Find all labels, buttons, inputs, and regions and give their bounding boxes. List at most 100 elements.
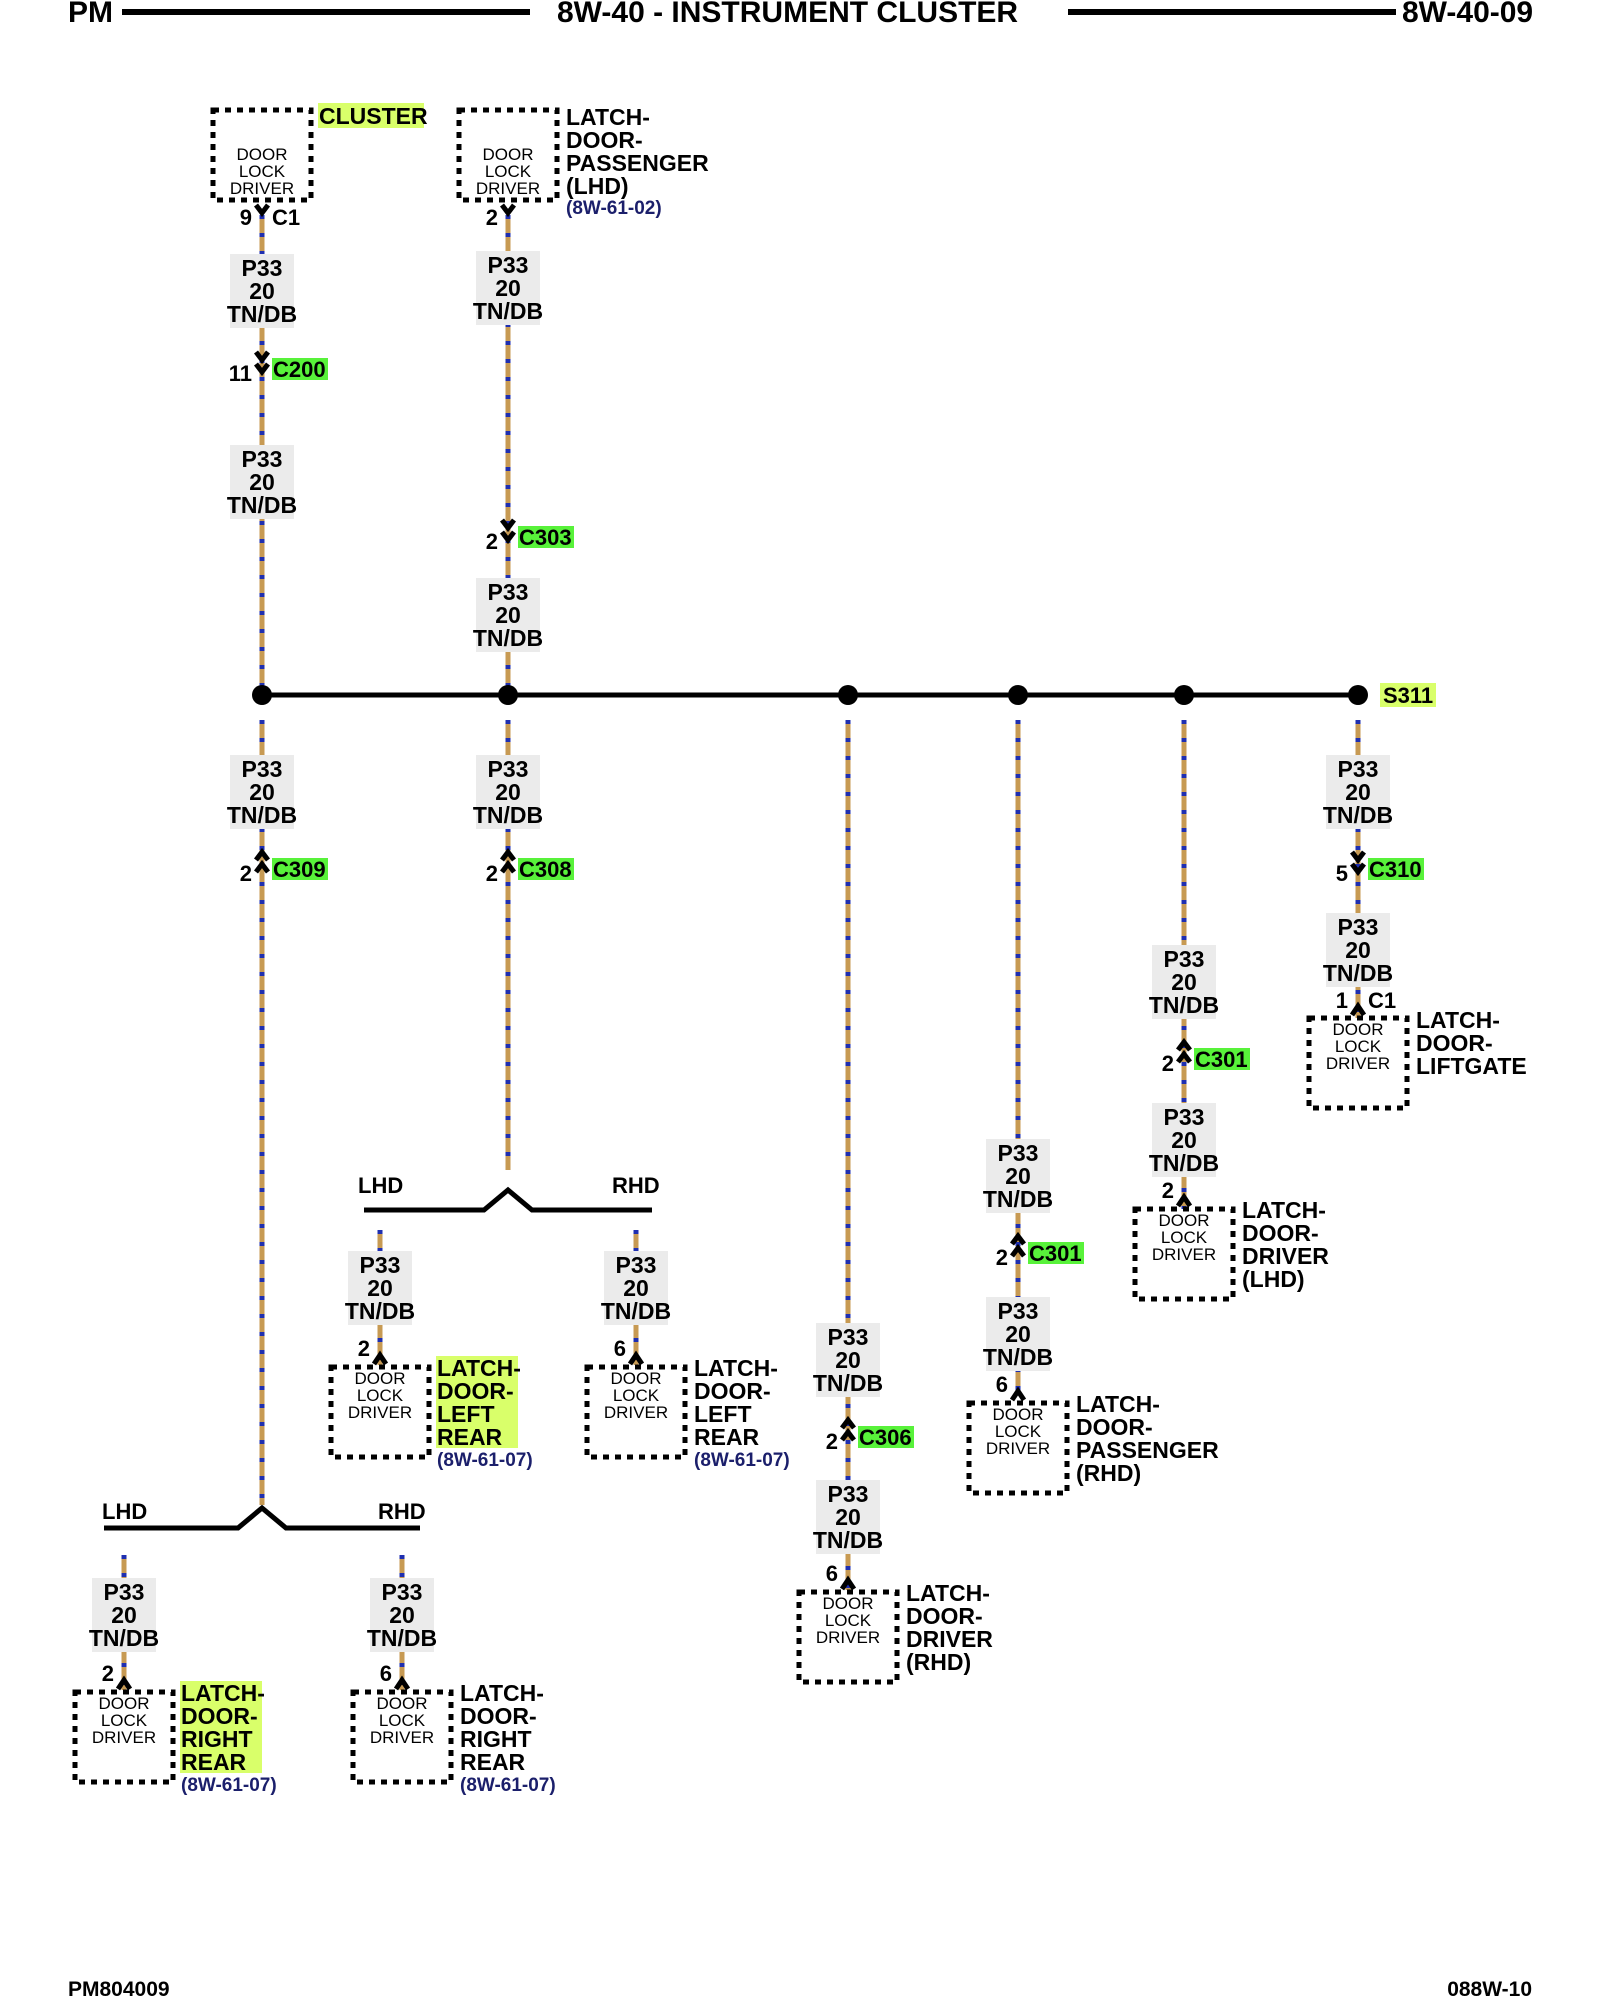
page-header: PM 8W-40 - INSTRUMENT CLUSTER 8W-40-09 xyxy=(68,0,1533,29)
svg-text:TN/DB: TN/DB xyxy=(1149,992,1219,1018)
svg-text:TN/DB: TN/DB xyxy=(89,1625,159,1651)
svg-text:LEFT: LEFT xyxy=(694,1401,752,1427)
svg-text:P33: P33 xyxy=(1164,1104,1205,1130)
svg-text:(LHD): (LHD) xyxy=(566,173,629,199)
svg-text:C306: C306 xyxy=(859,1425,912,1450)
svg-text:LATCH-: LATCH- xyxy=(906,1580,990,1606)
svg-text:REAR: REAR xyxy=(460,1749,526,1775)
svg-text:P33: P33 xyxy=(1164,946,1205,972)
svg-text:TN/DB: TN/DB xyxy=(227,802,297,828)
svg-text:TN/DB: TN/DB xyxy=(983,1344,1053,1370)
svg-text:LOCK: LOCK xyxy=(101,1711,148,1730)
wire-label: P33 20 TN/DB xyxy=(1149,1103,1219,1177)
svg-text:DRIVER: DRIVER xyxy=(348,1403,412,1422)
svg-text:20: 20 xyxy=(835,1347,861,1373)
svg-text:2: 2 xyxy=(826,1429,838,1454)
svg-text:C1: C1 xyxy=(272,205,300,230)
svg-text:P33: P33 xyxy=(828,1324,869,1350)
svg-text:DOOR: DOOR xyxy=(823,1594,874,1613)
wire-label: P33 20 TN/DB xyxy=(473,755,543,829)
splice-node xyxy=(1174,685,1194,705)
connector-c200: 11 C200 xyxy=(229,350,328,386)
svg-text:TN/DB: TN/DB xyxy=(473,802,543,828)
svg-text:TN/DB: TN/DB xyxy=(367,1625,437,1651)
svg-text:DRIVER: DRIVER xyxy=(370,1728,434,1747)
svg-text:2: 2 xyxy=(240,861,252,886)
svg-text:1: 1 xyxy=(1336,988,1348,1013)
svg-text:(8W-61-07): (8W-61-07) xyxy=(694,1450,790,1471)
footer-right: 088W-10 xyxy=(1447,1978,1532,2000)
branch-label-rhd: RHD xyxy=(378,1499,426,1524)
svg-text:LOCK: LOCK xyxy=(357,1386,404,1405)
svg-text:9: 9 xyxy=(240,205,252,230)
component-latch-door-right-rear-rhd: 6 DOOR LOCK DRIVER LATCH- DOOR- RIGHT RE… xyxy=(350,1661,556,1796)
svg-text:P33: P33 xyxy=(488,756,529,782)
svg-text:LATCH-: LATCH- xyxy=(437,1355,521,1381)
svg-text:REAR: REAR xyxy=(694,1424,760,1450)
svg-text:20: 20 xyxy=(1005,1163,1031,1189)
splice-highlight xyxy=(1380,683,1436,707)
svg-text:TN/DB: TN/DB xyxy=(813,1370,883,1396)
svg-text:TN/DB: TN/DB xyxy=(1323,960,1393,986)
svg-text:TN/DB: TN/DB xyxy=(227,301,297,327)
svg-text:20: 20 xyxy=(495,275,521,301)
svg-text:DOOR-: DOOR- xyxy=(460,1703,537,1729)
footer-left: PM804009 xyxy=(68,1978,170,2000)
svg-text:LATCH-: LATCH- xyxy=(1416,1007,1500,1033)
svg-text:(8W-61-02): (8W-61-02) xyxy=(566,198,662,219)
svg-text:P33: P33 xyxy=(242,446,283,472)
connector-c303: 2 C303 xyxy=(486,518,574,554)
svg-text:6: 6 xyxy=(996,1372,1008,1397)
component-latch-door-driver-rhd: 6 DOOR LOCK DRIVER LATCH- DOOR- DRIVER (… xyxy=(796,1561,993,1685)
svg-text:6: 6 xyxy=(380,1661,392,1686)
svg-text:DOOR-: DOOR- xyxy=(566,127,643,153)
wire-label: P33 20 TN/DB xyxy=(1323,913,1393,987)
svg-text:DOOR-: DOOR- xyxy=(694,1378,771,1404)
svg-text:11: 11 xyxy=(229,361,252,386)
branch-bracket-left-rear: LHD RHD xyxy=(358,1173,660,1213)
svg-text:20: 20 xyxy=(367,1275,393,1301)
splice-s311: S311 xyxy=(252,683,1436,708)
svg-text:P33: P33 xyxy=(488,579,529,605)
svg-text:(8W-61-07): (8W-61-07) xyxy=(460,1775,556,1796)
wire-label: P33 20 TN/DB xyxy=(813,1323,883,1397)
header-right: 8W-40-09 xyxy=(1402,0,1533,29)
svg-text:(LHD): (LHD) xyxy=(1242,1266,1305,1292)
svg-text:LOCK: LOCK xyxy=(613,1386,660,1405)
wire-label: P33 20 TN/DB xyxy=(813,1480,883,1554)
svg-text:LATCH-: LATCH- xyxy=(460,1680,544,1706)
svg-text:2: 2 xyxy=(1162,1178,1174,1203)
svg-text:20: 20 xyxy=(1005,1321,1031,1347)
svg-text:20: 20 xyxy=(623,1275,649,1301)
svg-text:(8W-61-07): (8W-61-07) xyxy=(437,1450,533,1471)
svg-text:DRIVER: DRIVER xyxy=(604,1403,668,1422)
header-left: PM xyxy=(68,0,113,29)
component-latch-door-left-rear-rhd: 6 DOOR LOCK DRIVER LATCH- DOOR- LEFT REA… xyxy=(584,1336,790,1471)
component-latch-door-liftgate: 1 C1 DOOR LOCK DRIVER LATCH- DOOR- LIFTG… xyxy=(1306,988,1527,1111)
svg-text:C301: C301 xyxy=(1195,1047,1248,1072)
svg-text:TN/DB: TN/DB xyxy=(345,1298,415,1324)
svg-text:P33: P33 xyxy=(998,1298,1039,1324)
svg-text:P33: P33 xyxy=(382,1579,423,1605)
svg-text:LATCH-: LATCH- xyxy=(181,1680,265,1706)
wire-label: P33 20 TN/DB xyxy=(983,1297,1053,1371)
svg-text:5: 5 xyxy=(1336,861,1348,886)
svg-text:20: 20 xyxy=(249,278,275,304)
svg-text:20: 20 xyxy=(835,1504,861,1530)
svg-text:20: 20 xyxy=(1171,969,1197,995)
svg-text:C310: C310 xyxy=(1369,857,1422,882)
wire-label: P33 20 TN/DB xyxy=(473,251,543,325)
wire-label: P33 20 TN/DB xyxy=(227,445,297,519)
svg-text:2: 2 xyxy=(996,1245,1008,1270)
svg-text:P33: P33 xyxy=(488,252,529,278)
svg-text:20: 20 xyxy=(389,1602,415,1628)
connector-c310: 5 C310 xyxy=(1336,850,1424,886)
svg-text:REAR: REAR xyxy=(437,1424,503,1450)
wire-labels: P33 20 TN/DB P33 20 TN/DB P33 20 TN/DB P… xyxy=(89,251,1393,1652)
svg-text:6: 6 xyxy=(614,1336,626,1361)
svg-text:20: 20 xyxy=(1345,779,1371,805)
svg-text:P33: P33 xyxy=(616,1252,657,1278)
component-latch-door-passenger-rhd: 6 DOOR LOCK DRIVER LATCH- DOOR- PASSENGE… xyxy=(966,1372,1219,1496)
component-latch-door-left-rear-lhd: 2 DOOR LOCK DRIVER LATCH- DOOR- LEFT REA… xyxy=(328,1336,533,1471)
